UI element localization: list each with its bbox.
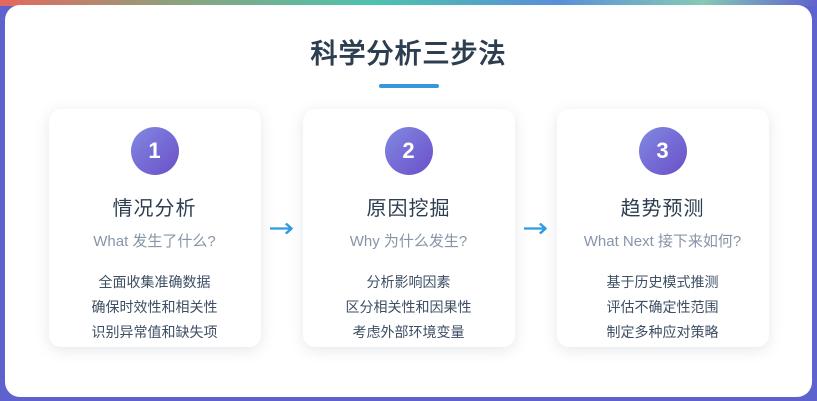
- step-point: 基于历史模式推测: [606, 274, 719, 290]
- step-point: 评估不确定性范围: [606, 299, 719, 315]
- step-number-badge: 2: [384, 127, 433, 175]
- step-title: 情况分析: [112, 198, 197, 220]
- content-panel: 科学分析三步法 1 情况分析 What 发生了什么? 全面收集准确数据 确保时效…: [5, 5, 812, 397]
- step-title: 趋势预测: [620, 198, 705, 220]
- step-title: 原因挖掘: [366, 198, 451, 220]
- step-point: 全面收集准确数据: [98, 274, 211, 290]
- step-point: 分析影响因素: [366, 274, 451, 290]
- step-points: 全面收集准确数据 确保时效性和相关性 识别异常值和缺失项: [49, 270, 261, 345]
- step-card-3: 3 趋势预测 What Next 接下来如何? 基于历史模式推测 评估不确定性范…: [556, 109, 769, 347]
- step-points: 分析影响因素 区分相关性和因果性 考虑外部环境变量: [303, 270, 515, 345]
- step-points: 基于历史模式推测 评估不确定性范围 制定多种应对策略: [557, 270, 769, 345]
- step-point: 确保时效性和相关性: [91, 299, 218, 315]
- step-number-badge: 3: [638, 127, 687, 175]
- step-subtitle: Why 为什么发生?: [349, 233, 468, 250]
- step-card-1: 1 情况分析 What 发生了什么? 全面收集准确数据 确保时效性和相关性 识别…: [48, 109, 261, 347]
- step-subtitle: What 发生了什么?: [93, 233, 216, 250]
- arrow-gap: →: [515, 109, 557, 347]
- steps-row: 1 情况分析 What 发生了什么? 全面收集准确数据 确保时效性和相关性 识别…: [5, 109, 812, 347]
- frame-top-gradient-strip: [0, 0, 817, 6]
- step-card-2: 2 原因挖掘 Why 为什么发生? 分析影响因素 区分相关性和因果性 考虑外部环…: [302, 109, 515, 347]
- step-point: 考虑外部环境变量: [352, 324, 465, 340]
- step-subtitle: What Next 接下来如何?: [583, 233, 742, 250]
- step-point: 制定多种应对策略: [606, 324, 719, 340]
- step-number-badge: 1: [130, 127, 179, 175]
- arrow-right-icon: →: [268, 212, 295, 244]
- step-point: 区分相关性和因果性: [345, 299, 472, 315]
- page-title: 科学分析三步法: [310, 39, 507, 69]
- title-underline: [378, 84, 439, 88]
- arrow-gap: →: [261, 109, 303, 347]
- step-point: 识别异常值和缺失项: [91, 324, 218, 340]
- arrow-right-icon: →: [522, 212, 549, 244]
